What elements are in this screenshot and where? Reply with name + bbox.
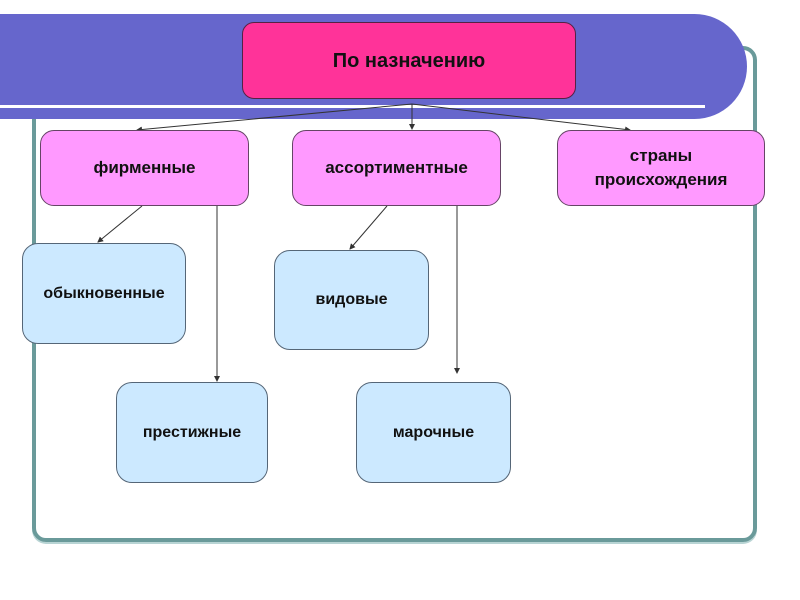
subcategory-label: престижные <box>142 423 242 441</box>
root-node: По назначению <box>242 22 576 99</box>
banner-stripe <box>0 105 705 108</box>
subcategory-label: обыкновенные <box>43 284 165 302</box>
subcategory-label: марочные <box>392 423 475 441</box>
subcategory-label: видовые <box>315 291 388 308</box>
root-label: По назначению <box>332 49 486 72</box>
category-node-firm: фирменные <box>40 130 249 206</box>
category-label: фирменные <box>93 158 196 177</box>
category-label: ассортиментные <box>325 158 468 177</box>
subcategory-node-species: видовые <box>274 250 429 350</box>
subcategory-node-prestige: престижные <box>116 382 268 483</box>
category-node-assort: ассортиментные <box>292 130 501 206</box>
category-node-country: страны происхождения <box>557 130 765 206</box>
subcategory-node-ordinary: обыкновенные <box>22 243 186 344</box>
subcategory-node-brand: марочные <box>356 382 511 483</box>
category-label: страны происхождения <box>594 146 728 189</box>
